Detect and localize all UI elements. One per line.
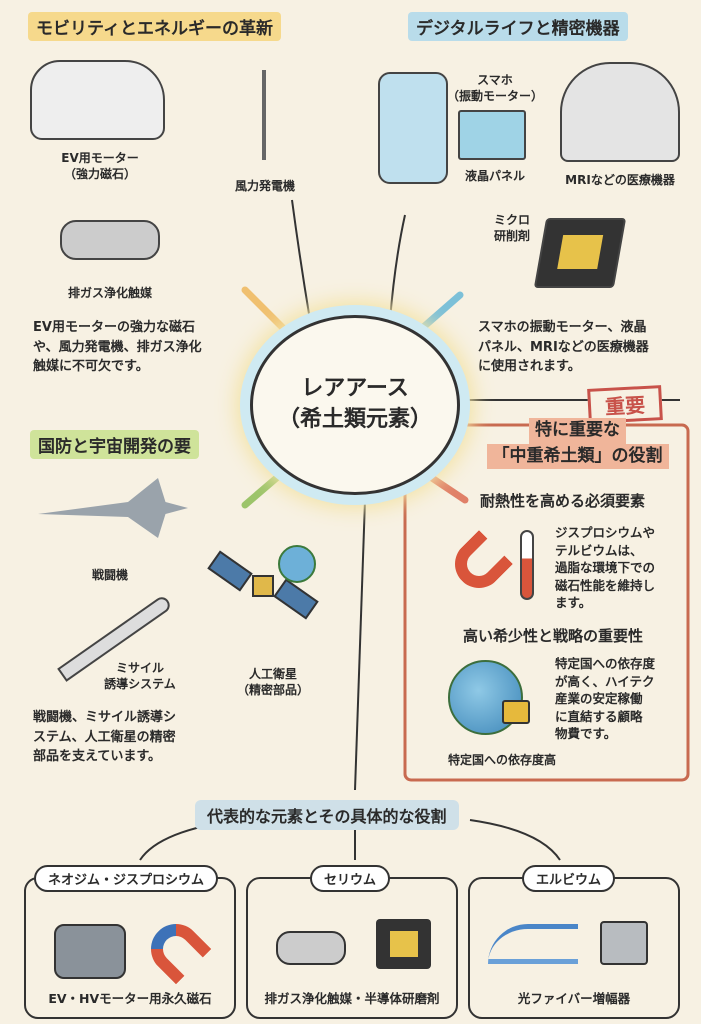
dependency-caption: 特定国への依存度高 [447,753,556,767]
magnet-icon [140,913,212,985]
rare-earth-center: レアアース （希土類元素） [250,315,460,495]
lock-icon [502,700,530,724]
elements-title: 代表的な元素とその具体的な役割 [195,800,459,830]
lcd-label: 液晶パネル [464,169,525,183]
mri-label: MRIなどの医療機器 [565,173,675,187]
lcd-panel-icon [458,110,526,160]
mri-icon [560,62,680,162]
element-card-erbium: 光ファイバー増幅器 [468,877,680,1019]
defense-title: 国防と宇宙開発の要 [30,430,199,459]
important-title-line1: 特に重要な [529,418,626,444]
element-role: 排ガス浄化触媒・半導体研磨剤 [264,991,440,1006]
element-card-cerium: 排ガス浄化触媒・半導体研磨剤 [246,877,458,1019]
polishing-label: ミクロ 研削剤 [493,213,530,244]
thermometer-icon [520,530,534,600]
satellite-icon [207,545,320,620]
missile-label: ミサイル 誘導システム [104,661,176,692]
mobility-text: EV用モーターの強力な磁石 や、風力発電機、排ガス浄化 触媒に不可欠です。 [33,320,202,374]
smartphone-icon [378,72,448,184]
center-title: レアアース [301,376,409,402]
amplifier-icon [600,921,648,965]
heat-resistance-title: 耐熱性を高める必須要素 [480,492,646,510]
mobility-title: モビリティとエネルギーの革新 [28,12,281,41]
motor-icon [54,924,126,979]
element-name: ネオジム・ジスプロシウム [34,865,219,892]
ev-motor-label: EV用モーター （強力磁石） [61,151,139,182]
wind-label: 風力発電機 [234,179,295,193]
center-subtitle: （希土類元素） [277,407,432,432]
digital-title: デジタルライフと精密機器 [408,12,628,41]
element-role: 光ファイバー増幅器 [517,991,631,1006]
element-name: エルビウム [522,865,616,892]
smartphone-label: スマホ （振動モーター） [446,73,543,104]
catalytic-converter-icon [276,931,346,965]
microchip-icon [533,218,627,288]
defense-text: 戦闘機、ミサイル誘導シ ステム、人工衛星の精密 部品を支えています。 [33,710,177,764]
chip-icon [376,919,431,969]
catalytic-converter-icon [60,220,160,260]
important-title: 特に重要な 「中重希土類」の役割 [470,418,685,469]
catalyst-label: 排ガス浄化触媒 [67,286,152,300]
element-name: セリウム [310,865,391,892]
element-card-neodymium: EV・HVモーター用永久磁石 [24,877,236,1019]
optical-fiber-icon [488,924,578,964]
heat-resistance-text: ジスプロシウムや テルビウムは、 過脂な環境下での 磁石性能を維持し ます。 [555,525,656,610]
scarcity-text: 特定国への依存度 が高く、ハイテク 産業の安定稼働 に直結する顧略 物費です。 [555,656,656,741]
fighter-label: 戦闘機 [91,568,128,582]
ev-car-icon [30,60,165,140]
digital-text: スマホの振動モーター、液晶 パネル、MRIなどの医療機器 に使用されます。 [478,320,649,374]
satellite-label: 人工衛星 （精密部品） [236,667,309,698]
scarcity-title: 高い希少性と戦略の重要性 [463,627,644,645]
important-title-line2: 「中重希土類」の役割 [486,443,669,469]
wind-turbine-icon [262,70,266,160]
element-role: EV・HVモーター用永久磁石 [48,991,212,1006]
